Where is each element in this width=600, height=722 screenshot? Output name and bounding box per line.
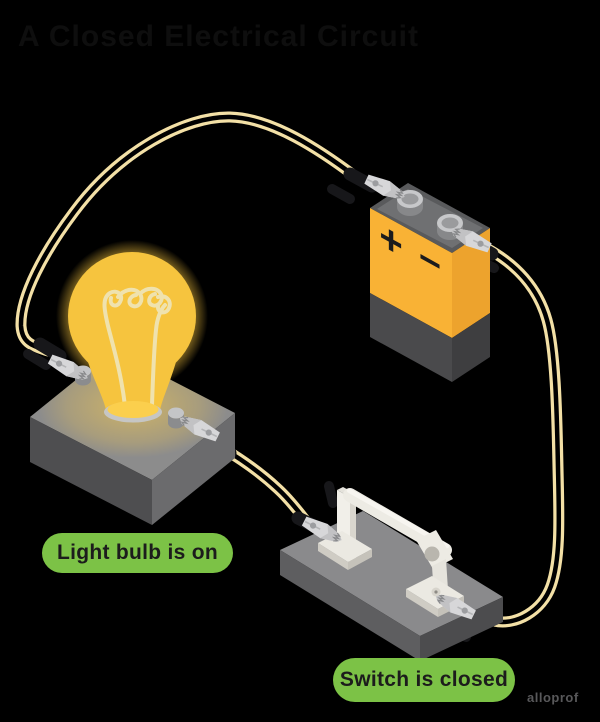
label-switch-text: Switch is closed	[339, 668, 509, 691]
battery-negative-label: −	[419, 233, 441, 288]
alloprof-watermark: alloprof	[527, 690, 579, 705]
page-title: A Closed Electrical Circuit	[18, 20, 420, 53]
switch-illustration	[280, 487, 503, 661]
bulb-globe	[68, 252, 196, 380]
battery-illustration: + −	[370, 183, 490, 382]
label-light-bulb: Light bulb is on	[42, 533, 233, 573]
wire-battery-to-bulb	[15, 111, 362, 357]
switch-lever	[343, 488, 453, 569]
battery-positive-label: +	[379, 212, 402, 270]
wire-bulb-to-switch	[218, 443, 312, 527]
label-light-bulb-text: Light bulb is on	[56, 541, 219, 564]
bulb-filament	[102, 286, 172, 408]
light-bulb-illustration	[30, 240, 235, 525]
bulb-terminal-right	[168, 407, 184, 429]
label-switch: Switch is closed	[333, 658, 515, 702]
